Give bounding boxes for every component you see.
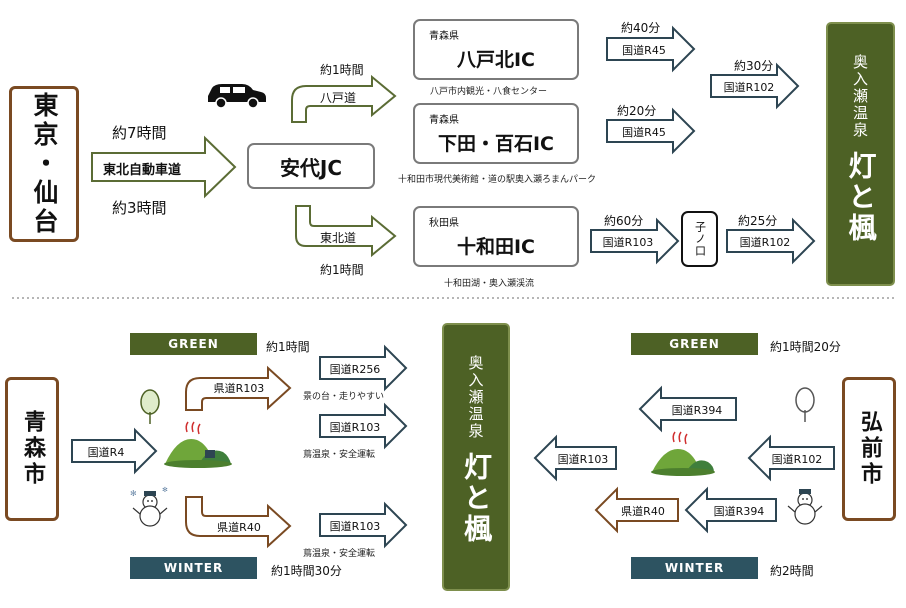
merge-road-arrow (710, 62, 800, 110)
nenokuchi-label: 子ノ口 (693, 221, 707, 257)
mountain-onsen-icon (164, 421, 232, 468)
destination-box-bottom: 奥入瀬温泉 灯と楓 (442, 323, 510, 591)
hirosaki-green-badge: GREEN (631, 333, 758, 355)
hirosaki-final-road: 国道R103 (557, 453, 609, 466)
time-upper: 約7時間 (112, 124, 167, 142)
dest-top-sub: 奥入瀬温泉 (851, 54, 869, 139)
ic2-note: 十和田市現代美術館・道の駅奥入瀬ろまんパーク (398, 175, 597, 185)
ic3-box: 秋田県 十和田IC (413, 206, 579, 267)
aomori-out1-road: 国道R256 (329, 363, 381, 376)
origin-tokyo-sendai-box: 東京・仙台 (9, 86, 79, 242)
ic1-road-arrow (606, 25, 696, 73)
ic1-box: 青森県 八戸北IC (413, 19, 579, 80)
tree-icon-right (795, 387, 815, 422)
hachinohe-road-arrow (291, 74, 397, 123)
hirosaki-green-arrow (638, 385, 737, 433)
ic3-name: 十和田IC (456, 236, 535, 258)
aomori-out1-note: 景の台・走りやすい (303, 392, 385, 402)
ic1-road: 国道R45 (622, 44, 666, 57)
ic2-name: 下田・百石IC (437, 133, 554, 155)
main-road-label: 東北自動車道 (103, 163, 182, 178)
hirosaki-winter-arrow (684, 486, 777, 534)
dest-top-name: 灯と楓 (844, 151, 878, 244)
hirosaki-winter-branch-arrow (594, 486, 679, 534)
mountain-onsen-icon-right (651, 431, 715, 476)
ic3-note: 十和田湖・奥入瀬渓流 (444, 279, 535, 289)
hirosaki-winter-branch-road: 県道R40 (621, 505, 665, 518)
nenokuchi-road: 国道R102 (739, 236, 791, 249)
aomori-green-branch-road: 県道R103 (213, 382, 265, 395)
hirosaki-green-road: 国道R394 (671, 404, 723, 417)
hachinohe-road: 八戸道 (320, 91, 357, 105)
hirosaki-winter-badge: WINTER (631, 557, 758, 579)
ic3-pref: 秋田県 (429, 218, 459, 229)
ic2-pref: 青森県 (429, 115, 459, 126)
aomori-out1-arrow (319, 344, 408, 392)
hirosaki-city-label: 弘前市 (857, 410, 882, 488)
aomori-winter-branch-road: 県道R40 (217, 521, 261, 534)
ic1-name: 八戸北IC (456, 49, 535, 71)
aomori-green-time: 約1時間 (266, 340, 310, 354)
aomori-out2-arrow (319, 402, 408, 450)
aomori-out3-road: 国道R103 (329, 520, 381, 533)
tohoku-road-arrow (295, 205, 397, 258)
junction-box: 安代JC (247, 143, 375, 189)
aomori-start-arrow (71, 427, 158, 475)
hirosaki-start-arrow (747, 434, 835, 482)
snowman-icon-right (787, 489, 823, 525)
junction-label: 安代JC (279, 155, 343, 180)
ic2-box: 青森県 下田・百石IC (413, 103, 579, 164)
time-lower: 約3時間 (112, 199, 167, 217)
hirosaki-winter-time: 約2時間 (770, 564, 814, 578)
aomori-winter-badge: WINTER (130, 557, 257, 579)
hachinohe-time: 約1時間 (320, 63, 364, 77)
ic1-pref: 青森県 (429, 31, 459, 42)
hirosaki-final-arrow (533, 434, 617, 482)
aomori-city-box: 青森市 (5, 377, 59, 521)
nenokuchi-box: 子ノ口 (681, 211, 718, 267)
origin-label: 東京・仙台 (30, 91, 59, 237)
dest-bottom-sub: 奥入瀬温泉 (466, 355, 485, 440)
svg-text:✻: ✻ (130, 489, 137, 498)
ic1-time: 約40分 (621, 21, 661, 35)
tohoku-time: 約1時間 (320, 263, 364, 277)
merge-time: 約30分 (734, 59, 774, 73)
tohoku-road: 東北道 (320, 231, 357, 245)
ic3-time: 約60分 (604, 214, 644, 228)
ic2-road: 国道R45 (622, 126, 666, 139)
hirosaki-winter-road: 国道R394 (713, 505, 765, 518)
dest-bottom-name: 灯と楓 (460, 452, 493, 545)
aomori-green-branch-arrow (185, 365, 292, 411)
aomori-out3-arrow (319, 501, 408, 549)
destination-box-top: 奥入瀬温泉 灯と楓 (826, 22, 895, 286)
main-road-arrow (91, 135, 237, 199)
aomori-start-road: 国道R4 (87, 446, 125, 459)
hirosaki-green-time: 約1時間20分 (770, 340, 841, 354)
car-icon (208, 84, 266, 109)
ic2-road-arrow (606, 107, 696, 155)
snowman-icon: ✻✻ (130, 486, 168, 527)
tree-icon (140, 389, 160, 425)
aomori-out2-road: 国道R103 (329, 421, 381, 434)
aomori-city-label: 青森市 (20, 410, 45, 488)
ic2-time: 約20分 (617, 104, 657, 118)
ic1-note: 八戸市内観光・八食センター (430, 87, 548, 97)
aomori-green-badge: GREEN (130, 333, 257, 355)
aomori-out2-note: 蔦温泉・安全運転 (303, 450, 376, 460)
aomori-winter-time: 約1時間30分 (271, 564, 342, 578)
aomori-out3-note: 蔦温泉・安全運転 (303, 549, 376, 559)
merge-road: 国道R102 (723, 81, 775, 94)
hirosaki-city-box: 弘前市 (842, 377, 896, 521)
aomori-winter-branch-arrow (185, 496, 292, 549)
svg-text:✻: ✻ (162, 486, 168, 494)
nenokuchi-road-arrow (726, 217, 816, 265)
ic3-road: 国道R103 (602, 236, 654, 249)
nenokuchi-time: 約25分 (738, 214, 778, 228)
hirosaki-start-road: 国道R102 (771, 453, 823, 466)
ic3-road-arrow (590, 217, 680, 265)
